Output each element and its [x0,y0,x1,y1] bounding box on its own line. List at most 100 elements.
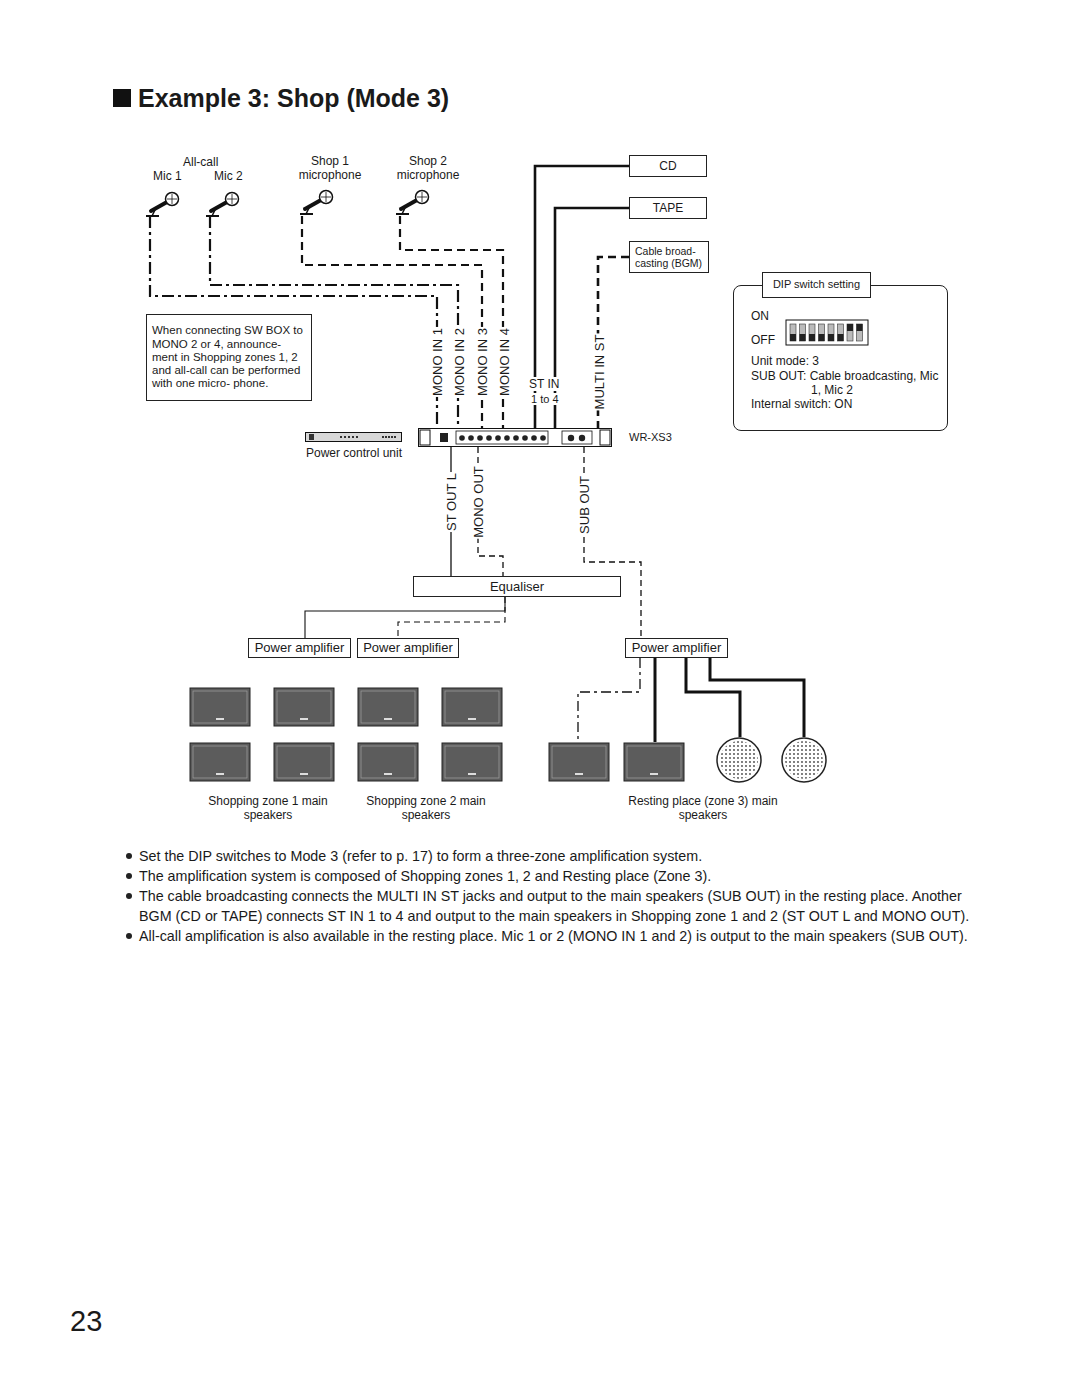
caption-label: All-call [183,155,218,169]
speaker-symbol [442,688,502,726]
speaker-wire [686,658,740,737]
pcu-indicator [340,436,342,438]
speaker-symbol [624,743,684,781]
dip-switch-slot [819,324,825,341]
node-text: DIP switch setting [773,278,860,291]
rack-ear [420,430,430,445]
mixer-unit: WR-XS3 [418,428,612,447]
rack-knob [513,435,519,441]
mic-mesh [321,192,331,202]
pcu-switch [309,434,314,440]
source-box: CD [629,155,707,177]
speaker-symbol [274,743,334,781]
dip-switch-slot [790,324,796,341]
mic-handle [401,200,417,209]
dip-switch-lever [838,334,844,341]
speaker-symbol [549,743,609,781]
signal-label: MONO IN 4 [497,327,512,397]
microphone-symbol [206,193,239,217]
dip-switch-lever [790,334,796,341]
caption-label: Resting place (zone 3) main speakers [623,795,783,823]
rack-knob [477,435,483,441]
mic-handle [151,202,167,211]
ceiling-speaker-symbol [782,738,826,782]
speaker-logo [650,773,658,775]
speaker-logo [575,773,583,775]
bullet-dot [126,933,132,939]
speaker-grille [445,746,499,778]
node-text: Equaliser [490,579,544,595]
node-text: SUB OUT: Cable broadcasting, Mic 1, Mic … [751,369,941,398]
node-text: Internal switch: ON [751,397,941,411]
rack-panel [456,431,548,444]
signal-label: ST OUT L [444,472,459,532]
dip-switch-slot [809,324,815,341]
node-text: OFF [751,333,941,347]
caption-label: 1 to 4 [529,393,561,405]
speaker-logo [384,773,392,775]
bullet-text: The cable broadcasting connects the MULT… [139,886,971,926]
signal-connector [555,208,629,428]
title-marker [113,89,131,107]
amplifier-box: Power amplifier [357,638,459,658]
rack-knob [522,435,528,441]
note-box: When connecting SW BOX to MONO 2 or 4, a… [146,314,312,401]
dip-switch-lever [847,324,853,331]
dip-switch-lever [857,324,863,331]
rack-knob [459,435,465,441]
bullet-text: Set the DIP switches to Mode 3 (refer to… [139,846,971,866]
pcu-indicator [356,436,358,438]
rack-knob [540,435,546,441]
settings-panel: ONOFFUnit mode: 3SUB OUT: Cable broadcas… [733,285,948,431]
bullet-dot [126,893,132,899]
ceiling-speaker-grille [720,741,758,779]
node-text: Power amplifier [632,640,722,656]
signal-connector [398,597,505,638]
panel-heading: DIP switch setting [762,272,871,298]
caption-label: Shop 2 microphone [383,155,473,183]
speaker-grille [627,746,681,778]
speaker-grille [193,691,247,723]
node-text: When connecting SW BOX to MONO 2 or 4, a… [152,324,306,390]
caption-label: ST IN [527,377,561,391]
ceiling-speaker-grille [785,741,823,779]
amplifier-box: Power amplifier [248,638,351,658]
dip-switch-slot [800,324,806,341]
dip-switch-lever [809,334,815,341]
signal-label: MONO OUT [471,465,486,539]
node-text: WR-XS3 [629,431,672,444]
signal-label: SUB OUT [577,475,592,535]
speaker-logo [216,773,224,775]
rack-knob [468,435,474,441]
speaker-logo [384,718,392,720]
page-number: 23 [70,1305,102,1338]
pcu-indicator [352,436,354,438]
caption-label: Shopping zone 2 main speakers [366,795,486,823]
pcu-indicator [344,436,346,438]
rack-knob [495,435,501,441]
mic-wire [400,216,503,428]
bullet-text: The amplification system is composed of … [139,866,971,886]
mic-head [166,193,179,206]
caption-label: Shop 1 microphone [285,155,375,183]
speaker-grille [361,691,415,723]
mic-head [416,191,429,204]
mic-wire [302,216,482,428]
microphone-symbol [146,193,179,217]
speaker-grille [277,691,331,723]
mic-mesh [167,194,177,204]
speaker-grille [552,746,606,778]
bullet-dot [126,853,132,859]
node-text: Cable broad- casting (BGM) [635,245,703,269]
mic-handle [305,200,321,209]
dip-switch-slot [857,324,863,341]
node-text: Power amplifier [255,640,345,656]
speaker-symbol [358,743,418,781]
dip-switch-lever [800,334,806,341]
dip-switch-slot [828,324,834,341]
speaker-wire [654,658,657,742]
signal-connector [584,447,641,638]
speaker-symbol [190,688,250,726]
